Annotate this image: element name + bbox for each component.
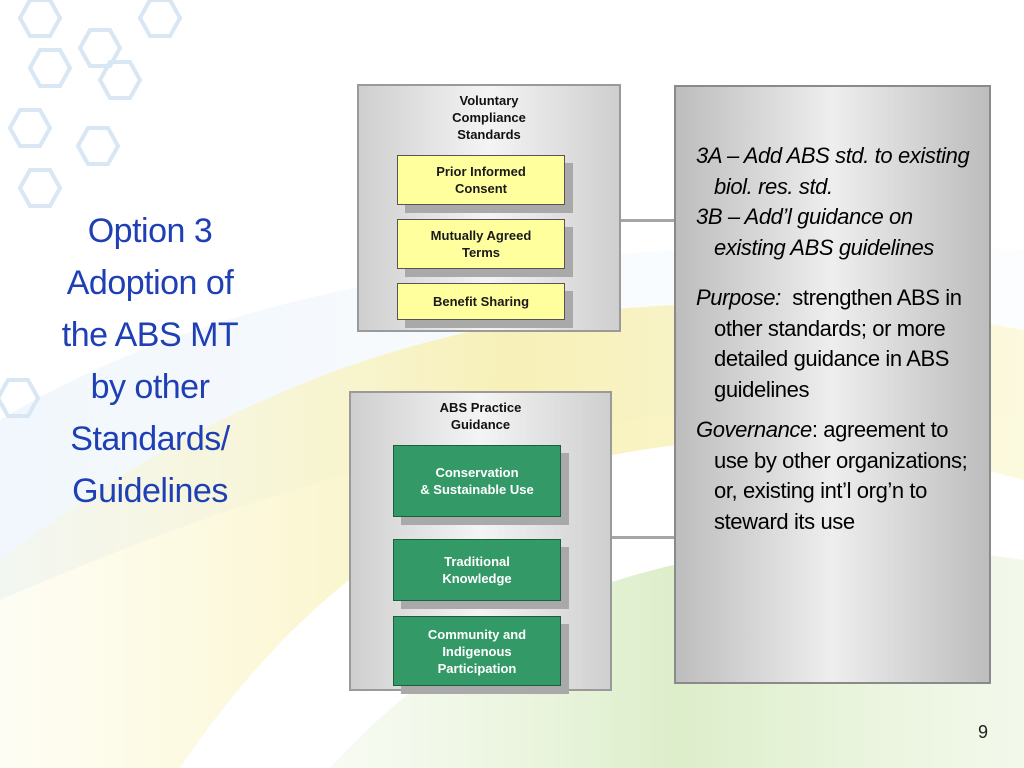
purpose-text: Purpose: strengthen ABS in other standar… (696, 283, 986, 405)
panel-title-line: Guidance (450, 417, 511, 432)
panel-title-line: Voluntary (459, 93, 519, 108)
purpose-label: Purpose: (696, 285, 781, 310)
governance-body: : agreement to use by other organization… (714, 417, 968, 534)
node-label-line: Traditional (444, 554, 510, 569)
node-label-line: Community and (427, 626, 527, 642)
practice-guidance-title: ABS Practice Guidance (351, 399, 610, 433)
node-label-line: Benefit Sharing (432, 294, 530, 309)
slide-title-line: the ABS MT (61, 316, 239, 354)
node-label-line: Mutually Agreed (430, 228, 532, 243)
node-community-indigenous-participation: Community and Indigenous Participation (393, 616, 561, 686)
slide-title-line: Standards/ (70, 420, 230, 458)
voluntary-standards-title: Voluntary Compliance Standards (359, 92, 619, 143)
option-3b-text: 3B – Add’l guidance on existing ABS guid… (696, 202, 986, 263)
node-prior-informed-consent: Prior Informed Consent (397, 155, 565, 205)
practice-guidance-panel: ABS Practice Guidance Conservation & Sus… (349, 391, 612, 691)
node-label-line: Conservation (435, 465, 519, 480)
governance-label: Governance (696, 417, 812, 442)
slide-title-line: Option 3 (87, 212, 213, 250)
voluntary-standards-panel: Voluntary Compliance Standards Prior Inf… (357, 84, 621, 332)
node-label-line: Knowledge (442, 571, 512, 586)
option-3b-label: 3B – Add’l guidance on existing ABS guid… (696, 204, 934, 260)
node-mutually-agreed-terms: Mutually Agreed Terms (397, 219, 565, 269)
slide-title-line: Adoption of (66, 264, 234, 302)
node-label-line: Participation (437, 660, 517, 676)
hexagon-pattern (0, 0, 183, 418)
option-3a-text: 3A – Add ABS std. to existing biol. res.… (696, 141, 986, 202)
node-label-line: & Sustainable Use (420, 482, 534, 497)
node-traditional-knowledge: Traditional Knowledge (393, 539, 561, 601)
slide-title-line: by other (90, 368, 210, 406)
purpose-body: strengthen ABS in other standards; or mo… (714, 285, 968, 402)
page-number: 9 (977, 722, 988, 742)
description-text: 3A – Add ABS std. to existing biol. res.… (696, 141, 986, 537)
panel-title-line: Compliance (452, 110, 526, 125)
node-benefit-sharing: Benefit Sharing (397, 283, 565, 320)
slide-title: Option 3 Adoption of the ABS MT by other… (20, 205, 280, 517)
panel-title-line: ABS Practice (439, 400, 522, 415)
governance-text: Governance: agreement to use by other or… (696, 415, 986, 537)
node-label-line: Prior Informed (436, 164, 526, 179)
node-label-line: Terms (461, 245, 501, 260)
description-panel: 3A – Add ABS std. to existing biol. res.… (674, 85, 991, 684)
slide-title-line: Guidelines (72, 472, 228, 510)
connector-line-bottom (612, 536, 675, 539)
panel-title-line: Standards (457, 127, 521, 142)
option-3a-label: 3A – Add ABS std. to existing biol. res.… (696, 143, 970, 199)
connector-line-top (621, 219, 675, 222)
node-label-line: Indigenous (442, 643, 512, 659)
node-label-line: Consent (454, 181, 507, 196)
node-conservation-sustainable-use: Conservation & Sustainable Use (393, 445, 561, 517)
